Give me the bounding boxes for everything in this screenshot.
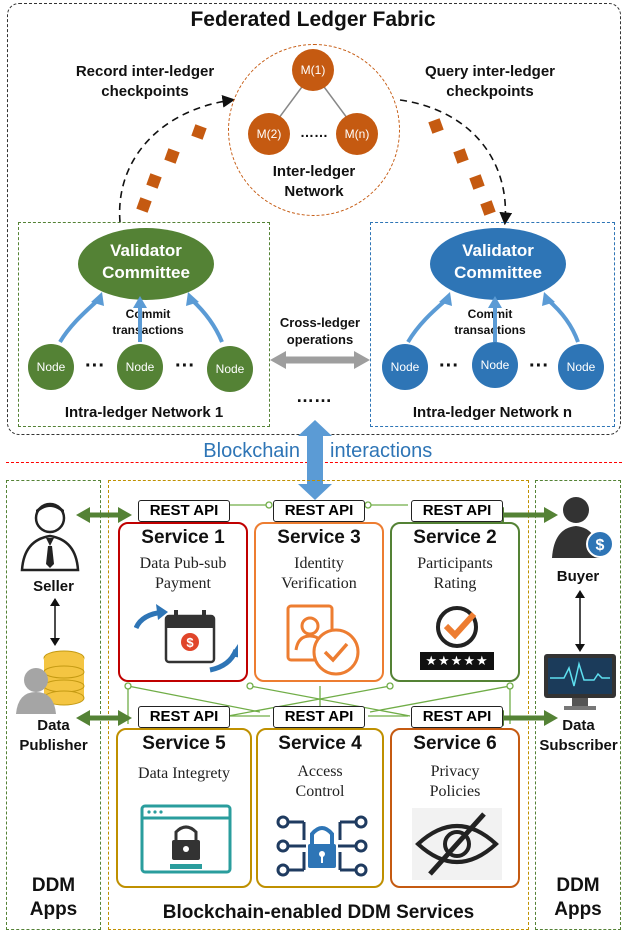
networkn-ellipsis-a: ··· [439,355,459,377]
service-6-title: Service 6 [413,733,497,754]
validator-committee-1 [78,228,214,300]
buyer-icon: $ [552,497,614,558]
buyer-subscriber-link [575,590,585,652]
interledger-network [228,44,400,216]
rating-stars: ★★★★★ [420,652,494,670]
blockchain-label: Blockchain [203,440,300,462]
service-2-title: Service 2 [413,527,497,548]
networkn-ellipsis-b: ··· [529,355,549,377]
network1-node-b: Node [117,344,163,390]
networkn-node-a: Node [382,344,428,390]
interledger-node-m2: M(2) [248,113,290,155]
service-5-desc: Data Integrety [138,765,230,782]
interactions-label: interactions [330,440,433,462]
svg-text:$: $ [596,537,605,554]
ddm-apps-left [6,480,101,930]
validator-committee-n [430,228,566,300]
ddm-apps-right [535,480,621,930]
intra-network-1 [18,222,270,427]
checkpoint-arcs [118,94,513,369]
interledger-node-mn: M(n) [336,113,378,155]
network1-node-c: Node [207,346,253,392]
networkn-node-c: Node [558,344,604,390]
blockchain-interaction-arrow [298,420,332,500]
payment-calendar-icon: $ [134,604,238,673]
service-5-title: Service 5 [142,733,226,754]
seller-publisher-link [50,598,60,646]
rest-api-service4[interactable]: REST API [273,706,365,728]
network1-label: Intra-ledger Network 1 [64,404,224,421]
svg-text:$: $ [186,635,194,650]
service-4-title: Service 4 [278,733,362,754]
rest-api-service6[interactable]: REST API [411,706,503,728]
data-subscriber-icon [544,654,616,710]
identity-verification-icon [286,604,360,676]
middle-dots: …… [296,386,332,406]
networkn-node-b: Node [472,342,518,388]
buyer-label: Buyer [556,568,600,585]
services-footer: Blockchain-enabled DDM Services [162,902,475,923]
record-arc [118,94,236,223]
network1-ellipsis-b: ··· [175,355,195,377]
rest-api-service5[interactable]: REST API [138,706,230,728]
intra-network-n [370,222,615,427]
rest-api-service1[interactable]: REST API [138,500,230,522]
interledger-dots: …… [300,124,328,140]
service-1-title: Service 1 [141,527,225,548]
rest-api-service2[interactable]: REST API [411,500,503,522]
interledger-node-m1: M(1) [292,49,334,91]
ddm-services-frame [108,480,529,930]
service-5-card[interactable]: Service 5 Data Integrety [116,728,252,888]
network1-ellipsis-a: ··· [85,355,105,377]
access-control-lock-icon [276,815,368,877]
rating-check-icon [436,606,478,648]
commit-arrows-n [406,292,580,344]
seller-icon [20,502,80,572]
networkn-label: Intra-ledger Network n [412,404,573,421]
network1-node-a: Node [28,344,74,390]
fabric-title: Federated Ledger Fabric [190,8,436,31]
query-arc [399,99,513,226]
commit-arrows-1 [58,292,224,344]
data-integrity-lock-icon [140,804,232,874]
rest-api-service3[interactable]: REST API [273,500,365,522]
seller-label: Seller [33,578,74,595]
service-3-title: Service 3 [277,527,361,548]
data-publisher-icon [16,650,85,714]
privacy-eye-slash-icon [412,808,502,880]
